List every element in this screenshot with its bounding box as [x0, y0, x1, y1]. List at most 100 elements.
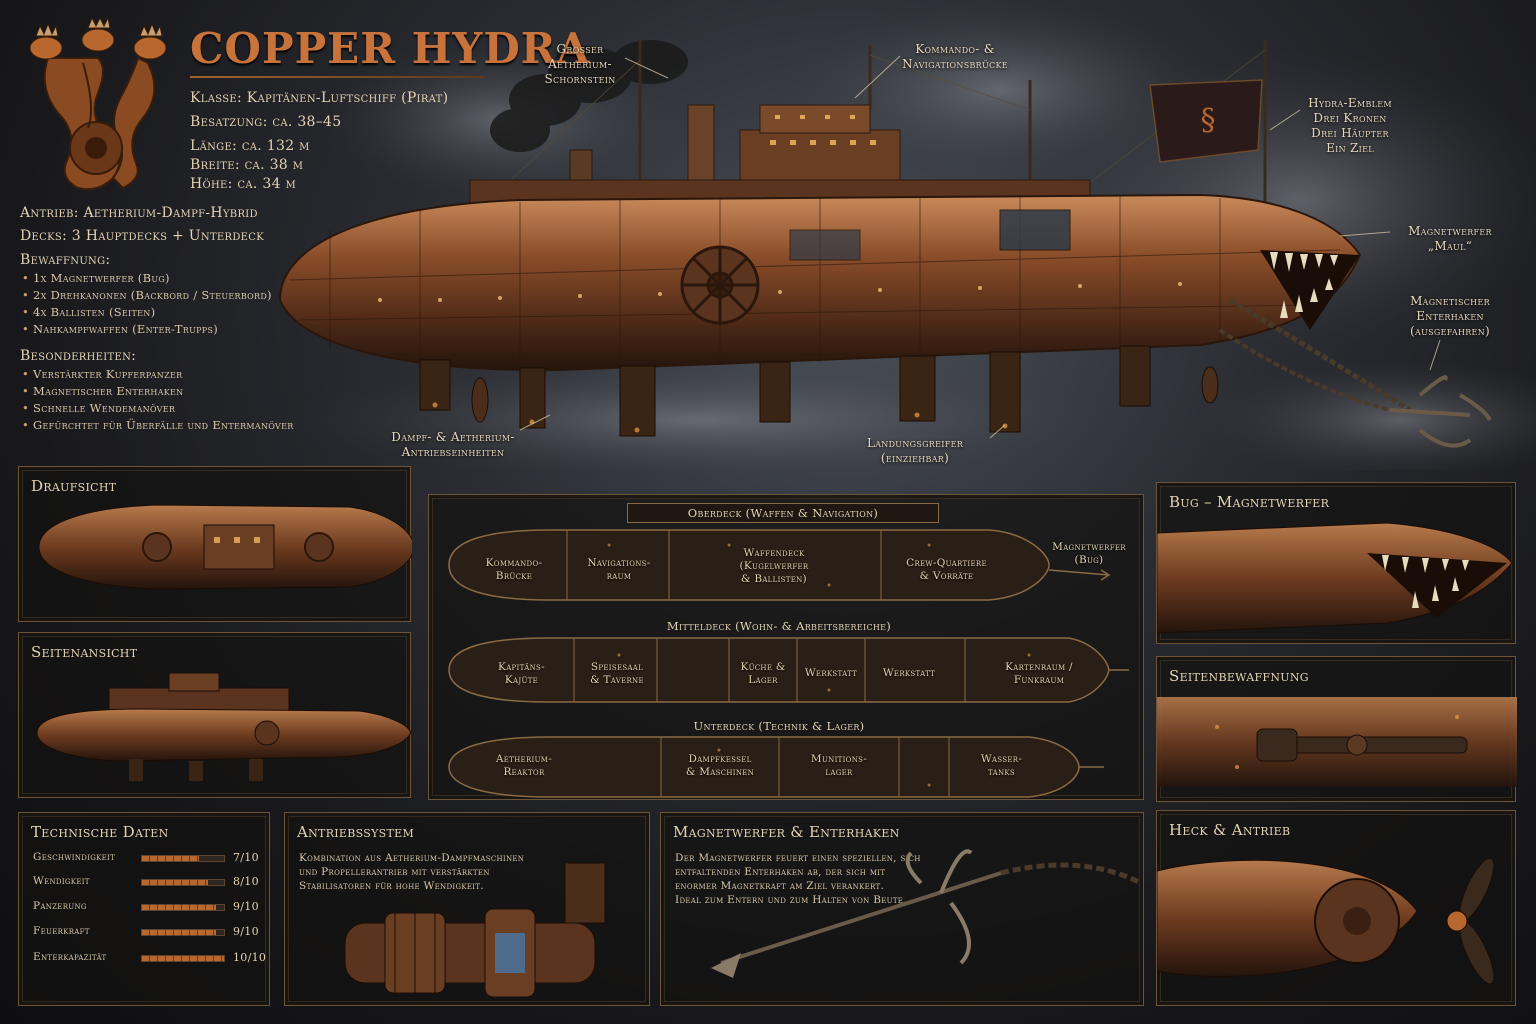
spec-hoehe: Höhe: ca. 34 m [190, 176, 297, 192]
room-navigationsraum: Navigations-raum [587, 557, 651, 582]
antriebssystem-text: Kombination aus Aetherium-Dampfmaschinen… [299, 852, 525, 892]
hook-illustration [711, 849, 1143, 978]
panel-antriebssystem: Antriebssystem Kombination aus Aetherium… [284, 812, 650, 1006]
room-werkstatt-1: Werkstatt [804, 667, 858, 679]
deckplan-svg [448, 529, 1129, 798]
bewaffnung-list: 1x Magnetwerfer (Bug) 2x Drehkanonen (Ba… [22, 270, 272, 338]
list-item: 4x Ballisten (Seiten) [22, 304, 272, 321]
room-kueche: Küche &Lager [740, 661, 786, 686]
grapple-hook [1389, 375, 1492, 448]
stat-value: 7/10 [233, 851, 259, 864]
smoke-plume [490, 40, 688, 152]
stat-label: Feuerkraft [33, 925, 90, 937]
annotation-enterhaken: Magnetischer Enterhaken (ausgefahren) [1410, 294, 1490, 338]
list-item: Gefürchtet für Überfälle und Entermanöve… [22, 417, 294, 434]
stat-fill [142, 930, 216, 935]
stat-bar [141, 929, 225, 936]
side-weapons-illustration [1157, 697, 1517, 787]
list-item: 1x Magnetwerfer (Bug) [22, 270, 272, 287]
panel-title: Seitenansicht [31, 643, 138, 661]
room-wassertanks: Wasser-tanks [980, 753, 1023, 778]
annotation-maul: Magnetwerfer „Maul“ [1408, 224, 1492, 253]
hydra-crest-logo [29, 18, 167, 191]
spec-klasse: Klasse: Kapitänen-Luftschiff (Pirat) [190, 90, 449, 106]
room-munitionslager: Munitions-lager [810, 753, 868, 778]
top-view-illustration [38, 504, 412, 590]
room-aetherium-reaktor: Aetherium-Reaktor [495, 753, 553, 778]
stat-value: 9/10 [233, 900, 259, 913]
list-item: 2x Drehkanonen (Backbord / Steuerbord) [22, 287, 272, 304]
annotation-bruecke: Kommando- & Navigationsbrücke [902, 42, 1008, 71]
list-item: Nahkampfwaffen (Enter-Trupps) [22, 321, 272, 338]
spec-laenge: Länge: ca. 132 m [190, 138, 310, 154]
side-view-illustration [36, 672, 412, 781]
annotation-schornstein: Grosser Aetherium- Schornstein [544, 42, 616, 86]
stat-fill [142, 880, 208, 885]
stat-bar [141, 855, 225, 862]
stat-row: Feuerkraft 9/10 [33, 925, 273, 941]
panel-seitenbewaffnung: Seitenbewaffnung [1156, 656, 1517, 802]
room-kommandobruecke: Kommando-Brücke [485, 557, 543, 582]
panel-magnetwerfer-enterhaken: Magnetwerfer & Enterhaken Der Magnetwerf… [660, 812, 1144, 1006]
stat-row: Wendigkeit 8/10 [33, 875, 273, 891]
stat-bar [141, 879, 225, 886]
panel-title: Antriebssystem [297, 823, 415, 841]
stat-label: Enterkapazität [33, 951, 107, 963]
panel-title: Heck & Antrieb [1169, 821, 1291, 839]
panel-draufsicht: Draufsicht [18, 466, 412, 622]
hydra-flag [1149, 79, 1263, 163]
list-item: Verstärkter Kupferpanzer [22, 366, 294, 383]
bow-illustration [1157, 522, 1513, 634]
maw [1260, 250, 1360, 330]
room-dampfkessel: Dampfkessel& Maschinen [685, 753, 755, 778]
spec-decks: Decks: 3 Hauptdecks + Unterdeck [20, 228, 264, 244]
panel-seitenansicht: Seitenansicht [18, 632, 412, 798]
stat-value: 9/10 [233, 925, 259, 938]
list-item: Schnelle Wendemanöver [22, 400, 294, 417]
title-divider [190, 76, 485, 78]
stat-fill [142, 905, 216, 910]
spec-besatzung: Besatzung: ca. 38–45 [190, 114, 342, 130]
svg-text:§: § [1201, 103, 1216, 138]
room-speisesaal: Speisesaal& Taverne [590, 661, 644, 686]
stat-value: 10/10 [233, 951, 267, 964]
spec-antrieb: Antrieb: Aetherium-Dampf-Hybrid [20, 205, 258, 221]
annotation-emblem: Hydra-Emblem Drei Kronen Drei Häupter Ei… [1308, 96, 1392, 155]
room-werkstatt-2: Werkstatt [882, 667, 936, 679]
annotation-antriebseinheiten: Dampf- & Aetherium- Antriebseinheiten [391, 430, 515, 459]
panel-heck-antrieb: Heck & Antrieb [1156, 810, 1516, 1006]
room-crew-quartiere: Crew-Quartiere& Vorräte [906, 557, 987, 582]
room-waffendeck: Waffendeck(Kugelwerfer& Ballisten) [739, 547, 809, 585]
spec-breite: Breite: ca. 38 m [190, 157, 304, 173]
panel-title: Magnetwerfer & Enterhaken [673, 823, 900, 841]
stat-fill [142, 856, 200, 861]
paddle-wheel [680, 245, 760, 325]
ship-title: COPPER HYDRA [190, 24, 591, 73]
stat-row: Enterkapazität 10/10 [33, 951, 273, 967]
magnetwerfer-text: Der Magnetwerfer feuert einen speziellen… [675, 852, 921, 906]
panel-title: Draufsicht [31, 477, 117, 495]
besonderheiten-heading: Besonderheiten: [20, 348, 137, 364]
stat-label: Panzerung [33, 900, 87, 912]
panel-bug-magnetwerfer: Bug – Magnetwerfer [1156, 482, 1516, 644]
annotation-landungsgreifer: Landungsgreifer (einziehbar) [866, 436, 964, 465]
grapple-chain [1228, 297, 1412, 413]
stern-illustration [1157, 857, 1495, 985]
stat-row: Geschwindigkeit 7/10 [33, 851, 273, 867]
room-kapitaenskajuete: Kapitäns-Kajüte [498, 661, 545, 686]
deck-label-unterdeck: Unterdeck (Technik & Lager) [693, 719, 865, 733]
panel-title: Technische Daten [31, 823, 169, 841]
list-item: Magnetischer Enterhaken [22, 383, 294, 400]
panel-technische-daten: Technische Daten Geschwindigkeit 7/10 We… [18, 812, 270, 1006]
stat-bar [141, 955, 225, 962]
panel-title: Seitenbewaffnung [1169, 667, 1309, 685]
engine-illustration [344, 862, 606, 998]
room-magnetwerfer-bug: Magnetwerfer(Bug) [1052, 541, 1126, 566]
panel-title: Bug – Magnetwerfer [1169, 493, 1330, 511]
panel-deckplan: Oberdeck (Waffen & Navigation) Mitteldec… [428, 494, 1144, 800]
room-kartenraum: Kartenraum /Funkraum [1005, 661, 1073, 686]
bewaffnung-heading: Bewaffnung: [20, 252, 111, 268]
stat-fill [142, 956, 224, 961]
stat-bar [141, 904, 225, 911]
airship-illustration: § [278, 40, 1492, 448]
